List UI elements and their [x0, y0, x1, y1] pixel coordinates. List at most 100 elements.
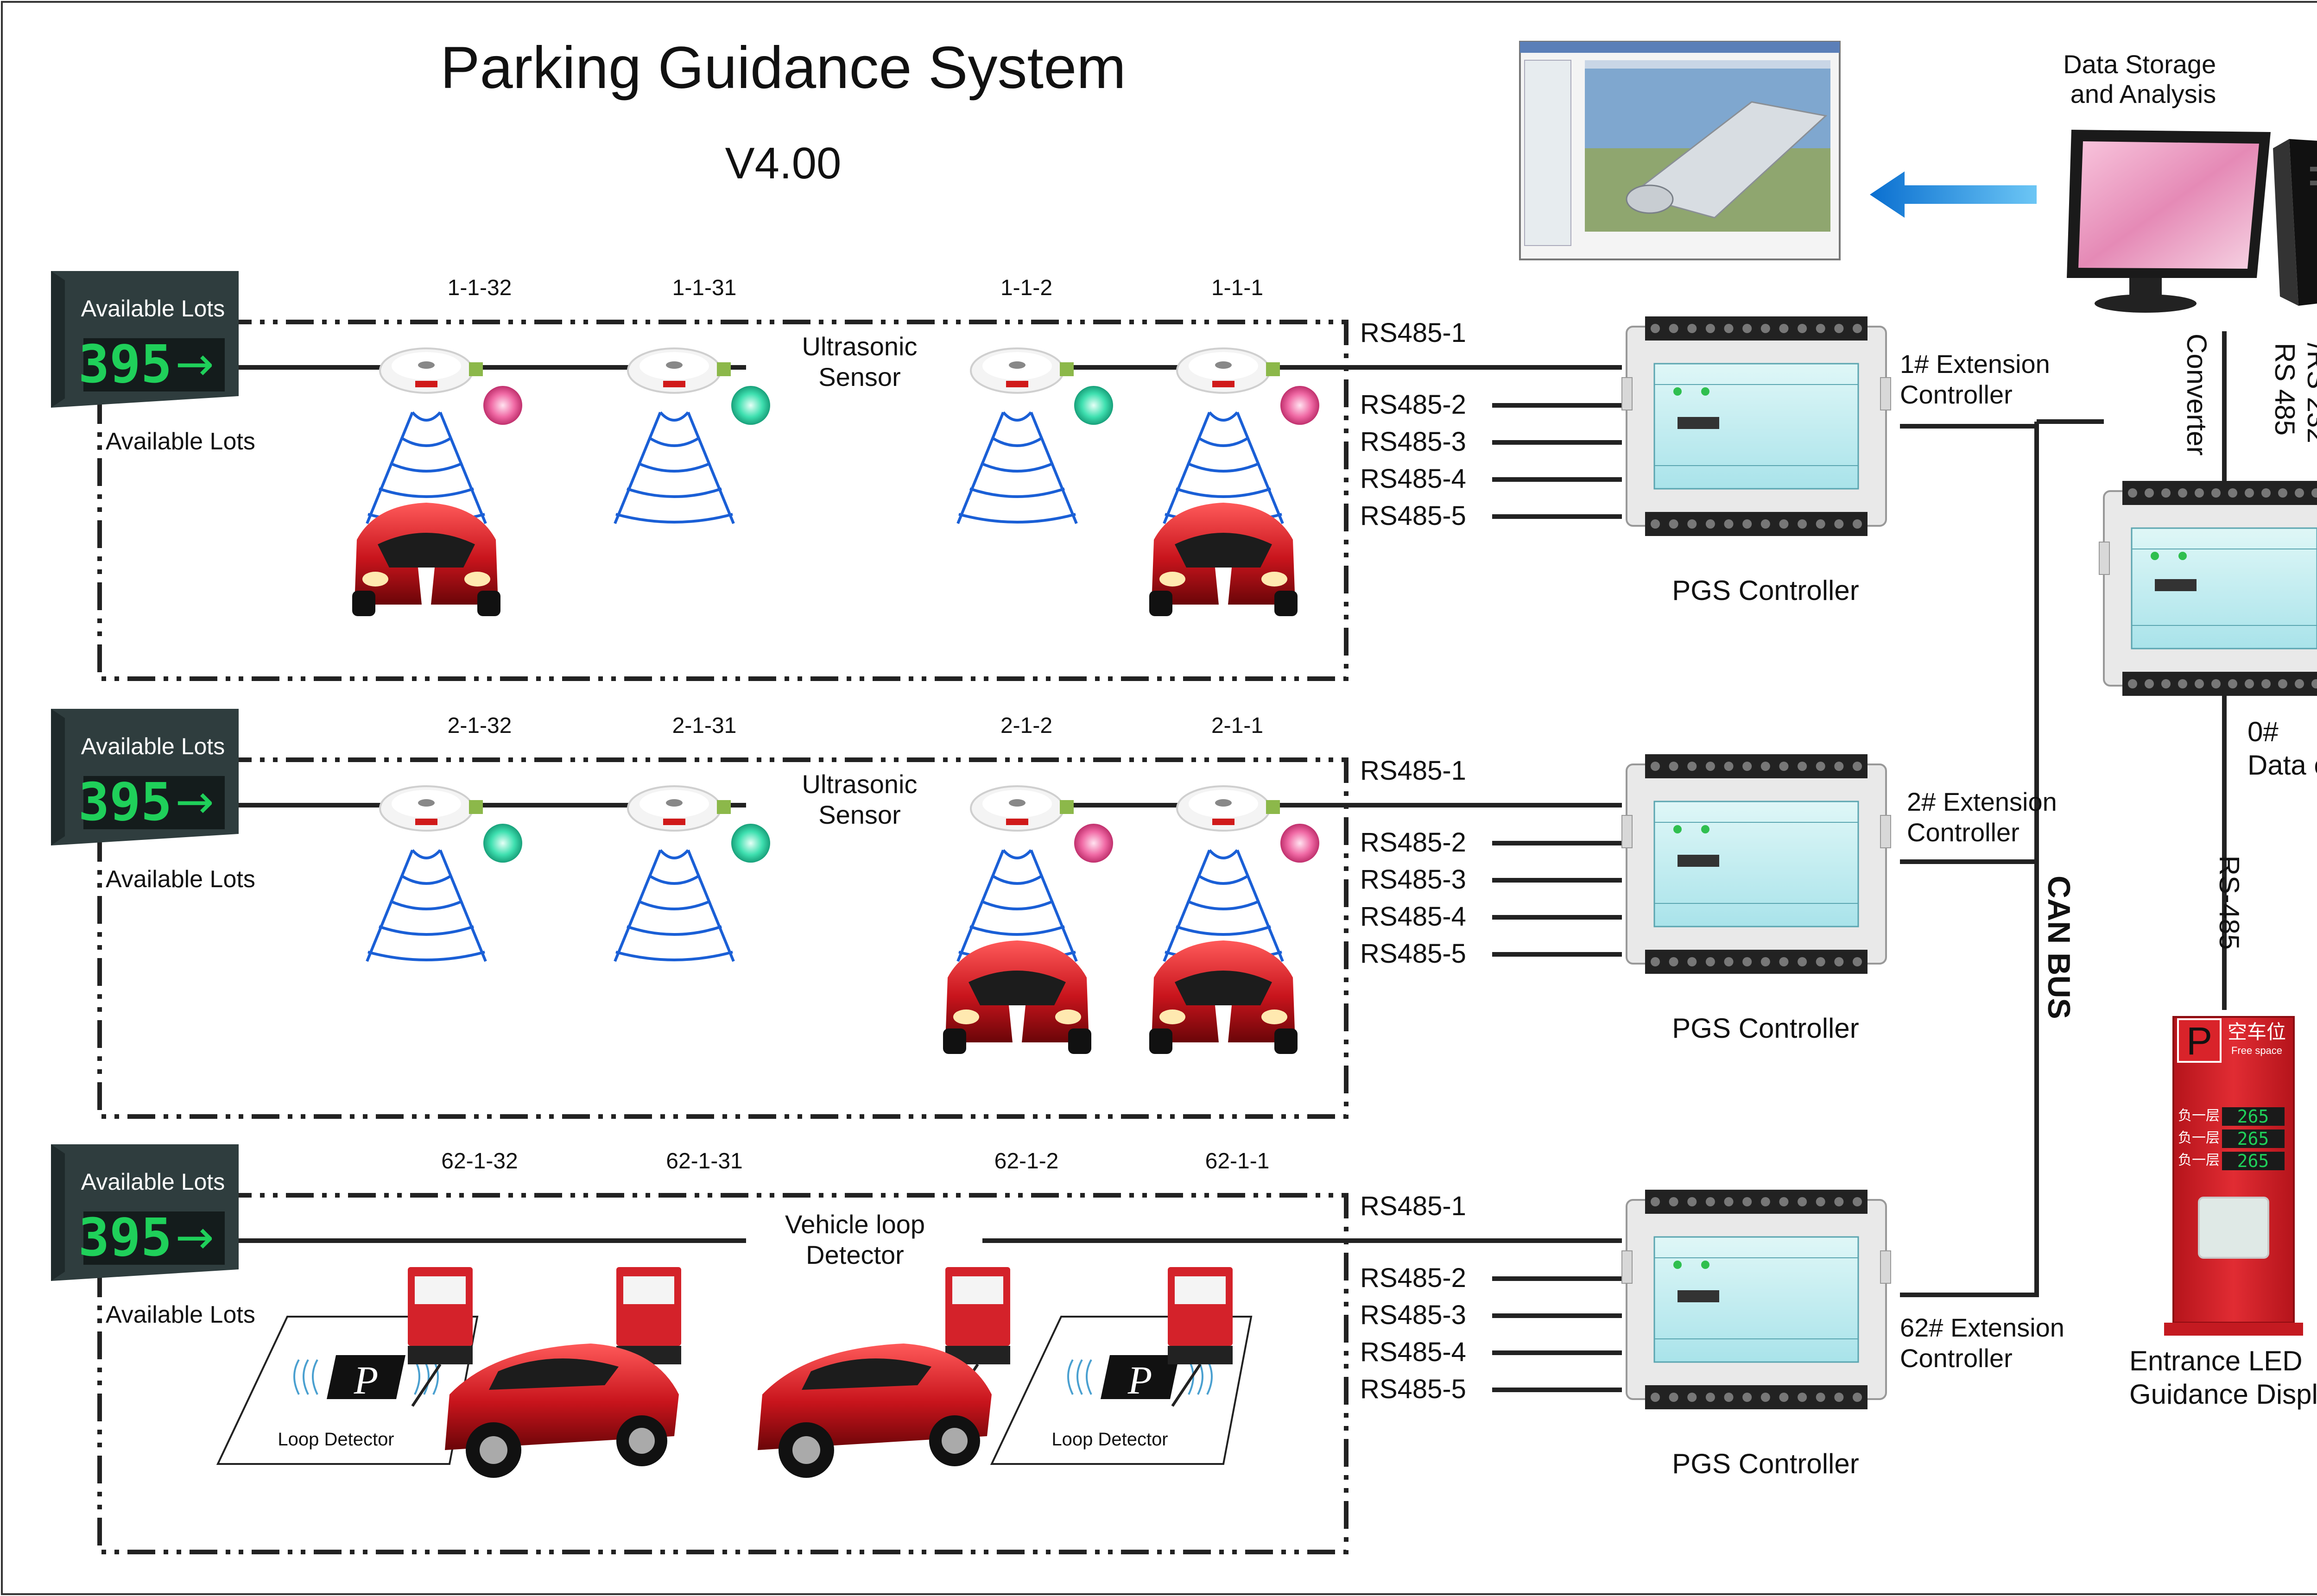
led-floor-value: 265 [2237, 1106, 2269, 1127]
rs485-port-label: RS485-2 [1360, 1263, 1466, 1293]
sensor-type-label: Vehicle loop [785, 1210, 925, 1239]
space-id: 2-1-2 [1000, 713, 1052, 738]
led-floor-label: 负一层 [2178, 1108, 2220, 1124]
occupied-indicator-icon [1280, 824, 1319, 863]
panel-led-screen [83, 1211, 225, 1265]
converter-label: Converter [2181, 334, 2212, 455]
space-id: 2-1-31 [672, 713, 737, 738]
pgs-controller-icon [1621, 754, 1891, 974]
ultrasonic-sensor-icon [1176, 347, 1280, 394]
rs485-port-label: RS485-2 [1360, 390, 1466, 420]
space-id: 2-1-1 [1211, 713, 1263, 738]
panel-heading: Available Lots [81, 1169, 225, 1195]
occupied-indicator-icon [1280, 386, 1319, 425]
panel-heading: Available Lots [81, 296, 225, 322]
rs485-port-label: RS485-4 [1360, 1337, 1466, 1367]
lot-arrow-icon: → [175, 337, 214, 391]
pgs-controller-icon [1621, 1190, 1891, 1409]
can-bus-label: CAN BUS [2041, 876, 2076, 1019]
lot-count: 395 [78, 334, 172, 395]
extension-controller-label: 1# Extension [1900, 349, 2050, 378]
occupied-indicator-icon [483, 386, 522, 425]
sensor-type-label: Sensor [818, 800, 900, 829]
space-id: 62-1-2 [994, 1149, 1059, 1173]
loop-detector-label: Loop Detector [1051, 1429, 1168, 1450]
lot-arrow-icon: → [175, 775, 214, 829]
extension-controller-label: 62# Extension [1900, 1313, 2064, 1342]
panel-led-screen [83, 776, 225, 829]
space-id: 2-1-32 [448, 713, 512, 738]
rs485-port-label: RS485-1 [1360, 318, 1466, 348]
pgs-controller-label: PGS Controller [1672, 1013, 1859, 1044]
data-flow-arrow-icon [1870, 171, 2037, 218]
available-lots-panel: Available Lots 395→ [51, 709, 239, 845]
ultrasonic-wave-icon [366, 849, 487, 962]
pgs-controller-label: PGS Controller [1672, 1448, 1859, 1479]
led-floor-value: 265 [2237, 1129, 2269, 1149]
sensor-type-label: Ultrasonic [802, 770, 918, 799]
sensor-type-label: Detector [806, 1240, 904, 1269]
ultrasonic-sensor-icon [970, 347, 1074, 394]
rs485-port-label: RS485-5 [1360, 1374, 1466, 1404]
converter-controller [2099, 481, 2317, 696]
rs485-port-label: RS485-4 [1360, 902, 1466, 932]
led-floor-screen [2222, 1107, 2285, 1126]
zone-frame [97, 757, 1348, 1119]
led-floor-screen [2222, 1152, 2285, 1170]
vehicle-loop-detector-icon [945, 1267, 1010, 1407]
pgs-controller-label: PGS Controller [1672, 575, 1859, 606]
extension-controller-label: Controller [1900, 380, 2013, 409]
computer-icon [2067, 130, 2317, 313]
pgs-controller-icon [1621, 316, 1891, 536]
loop-detector-label: Loop Detector [278, 1429, 394, 1450]
car-icon [1149, 940, 1298, 1054]
sensor-type-label: Sensor [818, 362, 900, 391]
vehicle-loop-detector-icon [408, 1267, 473, 1407]
panel-heading: Available Lots [81, 733, 225, 759]
led-p-sign: P [2186, 1019, 2212, 1063]
entrance-led-label: Entrance LED Guidance Display [2129, 1345, 2317, 1410]
rs485-port-label: RS485-3 [1360, 864, 1466, 895]
available-lots-caption: Available Lots [106, 1301, 255, 1328]
space-id: 1-1-2 [1000, 276, 1052, 300]
space-id: 62-1-32 [441, 1149, 518, 1173]
ultrasonic-sensor-icon [627, 347, 731, 394]
car-icon [943, 940, 1091, 1054]
car-icon [445, 1344, 679, 1478]
rs485-port-label: RS485-3 [1360, 1300, 1466, 1330]
car-icon [758, 1344, 992, 1478]
ultrasonic-sensor-icon [379, 347, 483, 394]
available-lots-caption: Available Lots [106, 428, 255, 455]
led-heading: 空车位 [2228, 1021, 2286, 1043]
ultrasonic-wave-icon [614, 849, 735, 962]
p-sign-icon: P [1127, 1358, 1152, 1402]
p-sign-icon: P [354, 1358, 379, 1402]
rs485-port-label: RS485-1 [1360, 756, 1466, 786]
rs485-port-label: RS485-5 [1360, 501, 1466, 531]
space-id: 62-1-1 [1205, 1149, 1270, 1173]
ultrasonic-wave-icon [956, 411, 1078, 524]
vacant-indicator-icon [1074, 386, 1113, 425]
car-icon [352, 503, 500, 616]
vehicle-loop-detector-icon [1168, 1267, 1233, 1407]
led-floor-label: 负一层 [2178, 1130, 2220, 1146]
led-sub: Free space [2231, 1045, 2282, 1056]
vacant-indicator-icon [731, 386, 770, 425]
occupied-indicator-icon [1074, 824, 1113, 863]
zone-frame [97, 320, 1348, 681]
lot-count: 395 [78, 772, 172, 833]
rs485-port-label: RS485-1 [1360, 1191, 1466, 1221]
led-floor-label: 负一层 [2178, 1152, 2220, 1168]
space-id: 1-1-1 [1211, 276, 1263, 300]
vacant-indicator-icon [483, 824, 522, 863]
extension-controller-label: Controller [1907, 818, 2019, 847]
ultrasonic-sensor-icon [1176, 785, 1280, 832]
ultrasonic-sensor-icon [627, 785, 731, 832]
lot-count: 395 [78, 1208, 172, 1268]
diagram-title: Parking Guidance System [440, 35, 1126, 101]
rs485-link-label: RS-485 [2214, 856, 2245, 950]
